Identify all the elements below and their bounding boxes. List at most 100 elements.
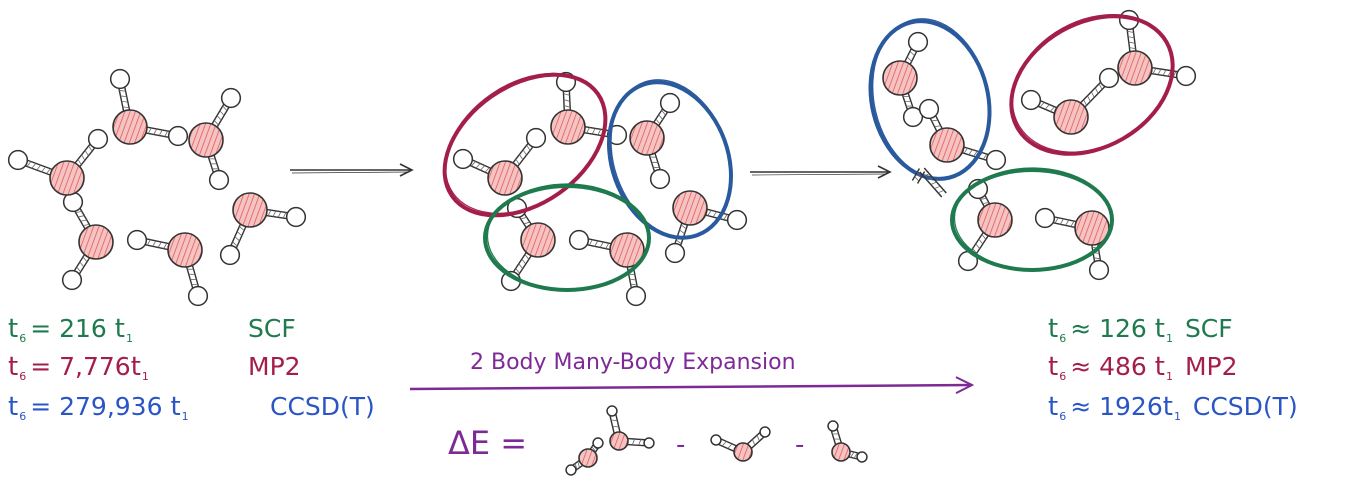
bond-hatch [88,145,93,152]
bond-line [515,145,535,170]
water-molecule [606,405,655,451]
bond-line [625,263,633,290]
bond-line [626,437,646,441]
bond-hatch [82,256,88,263]
water-molecule [109,68,189,147]
left-cost-ccsdt: t6= 279,936 t1 [8,392,189,423]
water-molecule [1117,9,1197,87]
bond-hatch [76,266,81,273]
bond-line [143,125,172,133]
bond-line [117,86,125,115]
oxygen-atom [672,190,708,226]
ellipse-dimer-green-sketch [486,183,651,291]
left-method-mp2: MP2 [248,352,301,381]
bond-hatch [26,161,32,167]
bond-hatch [121,100,128,103]
bond-hatch [232,241,238,247]
bond-hatch [484,167,490,173]
water-molecule [550,71,628,146]
water-hexamer-separated [868,9,1197,281]
bond-line [702,213,730,222]
bond-line [720,438,738,447]
bond-line [1051,221,1079,229]
hydrogen-atom [1098,67,1120,89]
bond-line [679,221,690,248]
bond-hatch [158,129,163,136]
bond-hatch [628,273,635,276]
oxygen-atom [232,192,268,228]
bond-hatch [723,214,728,220]
oxygen-atom [1074,210,1110,246]
bond-line [23,164,54,177]
bond-hatch [518,263,523,269]
bond-hatch [79,261,85,268]
bond-line [673,219,684,246]
bond-hatch [980,197,987,200]
water-molecule [568,229,647,307]
bond-line [510,141,530,166]
oxygen-atom [550,109,586,145]
bond-line [77,146,97,170]
water-molecule [827,420,868,463]
bond-hatch [1162,69,1167,76]
bond-hatch [597,129,602,136]
bond-hatch [1083,99,1087,106]
bond-hatch [712,211,717,218]
hydrogen-atom [902,106,924,128]
bond-hatch [853,452,858,459]
ellipse-dimer-red-sketch [444,72,607,214]
bond-line [262,214,289,220]
water-molecule [452,127,547,196]
delta-e-symbol: ΔE = [448,424,528,462]
hydrogen-atom [452,148,474,170]
hydrogen-atom [208,169,230,191]
bond-line [586,237,615,245]
water-molecule [1034,207,1110,281]
bond-hatch [80,219,87,222]
bond-line [745,431,761,446]
bond-hatch [727,443,733,449]
hydrogen-atom [625,285,647,307]
bond-hatch [1127,36,1135,39]
water-molecule [126,229,209,307]
hydrogen-atom [827,420,839,432]
bond-hatch [239,226,245,231]
bond-hatch [586,127,590,134]
bond-hatch [631,438,636,446]
bond-hatch [152,240,157,247]
bond-line [517,252,534,277]
hydrogen-atom [918,98,940,120]
bond-line [1052,215,1080,223]
water-molecule [918,98,1007,171]
bond-hatch [1050,106,1055,112]
bond-hatch [219,110,225,116]
bond-hatch [519,154,524,160]
water-molecule [629,92,681,190]
oxygen-atom [1053,99,1089,135]
bond-hatch [523,221,531,225]
bond-hatch [707,210,712,216]
bond-line [235,223,248,250]
water-molecule [219,192,307,266]
hydrogen-atom [1175,65,1197,87]
bond-hatch [36,164,41,171]
bond-hatch [84,150,89,156]
bond-hatch [588,239,593,246]
bond-line [73,209,88,233]
hydrogen-atom [61,269,83,291]
bond-hatch [577,461,580,468]
right-cost-mp2: t6≈ 486 t1 MP2 [1048,352,1238,383]
bond-line [969,229,986,254]
water-molecule [188,87,242,191]
oxygen-atom [929,127,965,163]
oxygen-atom [578,448,598,468]
bond-hatch [119,90,126,92]
bond-hatch [612,425,619,428]
bond-hatch [213,120,219,126]
oxygen-atom [609,431,629,451]
water-molecule [7,128,109,196]
left-method-ccsdt: CCSD(T) [270,392,375,421]
oxygen-atom [188,122,224,158]
bond-hatch [638,439,642,446]
bond-hatch [526,144,531,151]
